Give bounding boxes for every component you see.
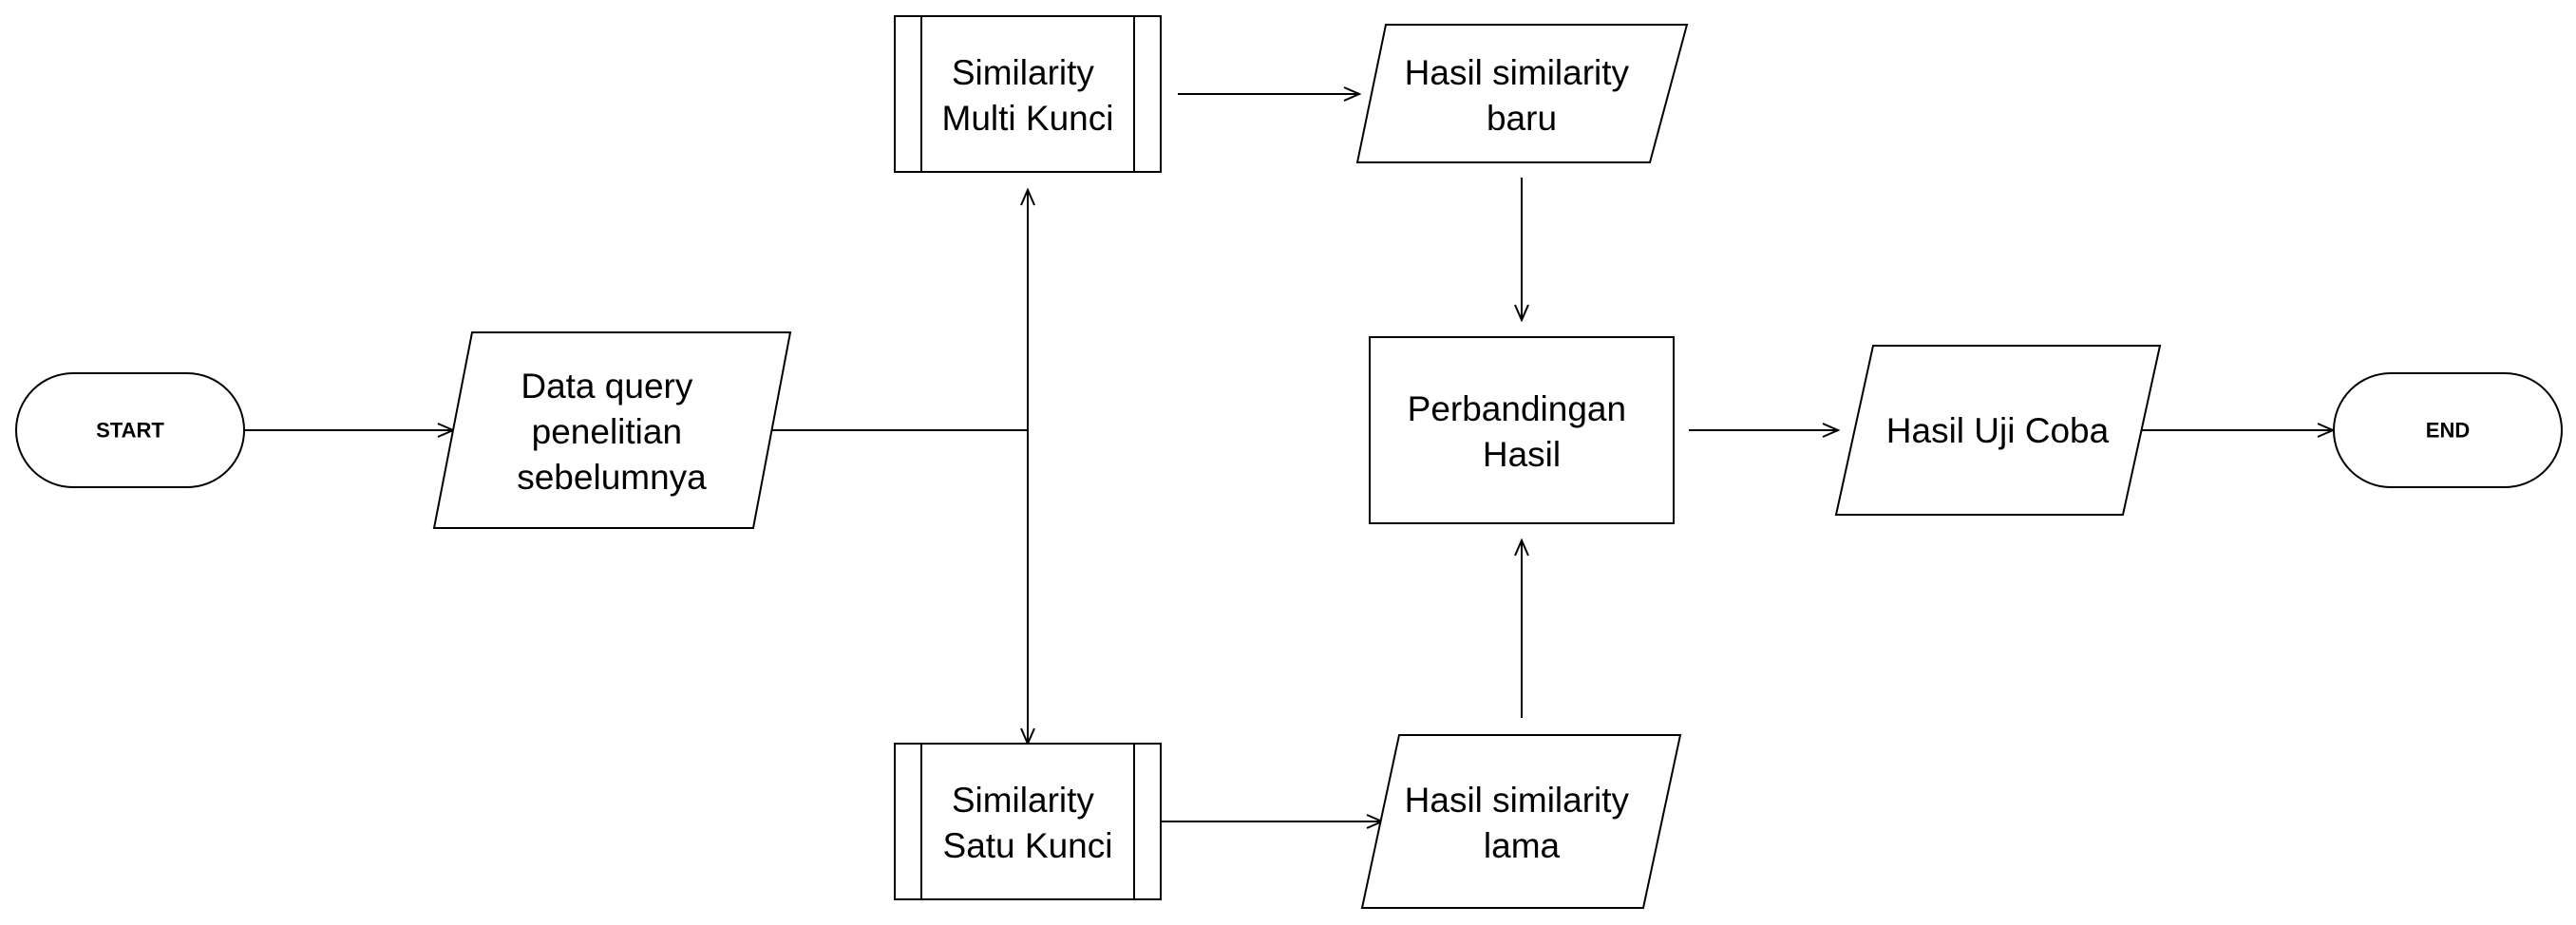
similarity-multi-kunci-node: Similarity Multi Kunci <box>894 15 1162 173</box>
hasil-similarity-baru-line-1: Hasil similarity <box>1405 53 1630 92</box>
data-query-node: Data query penelitian sebelumnya <box>432 331 792 529</box>
hasil-similarity-baru-parallelogram <box>1355 24 1689 163</box>
perbandingan-hasil-line-2: Hasil <box>1483 435 1561 474</box>
similarity-multi-kunci-label: Similarity Multi Kunci <box>942 53 1114 138</box>
end-node: END <box>2333 372 2563 488</box>
perbandingan-hasil-shape <box>1369 336 1675 524</box>
hasil-similarity-baru-node: Hasil similarity baru <box>1355 24 1689 163</box>
similarity-satu-kunci-line-2: Satu Kunci <box>943 826 1113 865</box>
edges <box>244 94 2333 821</box>
start-node: START <box>15 372 245 488</box>
perbandingan-hasil-line-1: Perbandingan <box>1408 389 1626 428</box>
perbandingan-hasil-label: Perbandingan Hasil <box>1408 389 1637 474</box>
start-label: START <box>96 419 164 443</box>
end-label: END <box>2426 419 2470 443</box>
start-terminator-shape <box>15 372 245 488</box>
hasil-similarity-lama-node: Hasil similarity lama <box>1360 734 1682 909</box>
hasil-uji-coba-label: Hasil Uji Coba <box>1886 411 2110 450</box>
hasil-uji-coba-node: Hasil Uji Coba <box>1834 345 2162 516</box>
hasil-similarity-lama-parallelogram <box>1360 734 1682 909</box>
hasil-similarity-lama-label: Hasil similarity lama <box>1405 781 1639 865</box>
hasil-similarity-lama-line-1: Hasil similarity <box>1405 781 1630 820</box>
data-query-label: Data query penelitian sebelumnya <box>517 367 707 497</box>
hasil-uji-coba-line-1: Hasil Uji Coba <box>1886 411 2110 450</box>
similarity-multi-kunci-shape <box>894 15 1162 173</box>
similarity-satu-kunci-node: Similarity Satu Kunci <box>894 743 1162 900</box>
hasil-similarity-lama-line-2: lama <box>1484 826 1561 865</box>
hasil-similarity-baru-label: Hasil similarity baru <box>1405 53 1639 138</box>
similarity-satu-kunci-label: Similarity Satu Kunci <box>943 781 1113 865</box>
data-query-line-1: Data query <box>521 367 692 406</box>
hasil-uji-coba-parallelogram <box>1834 345 2162 516</box>
end-terminator-shape <box>2333 372 2563 488</box>
perbandingan-hasil-node: Perbandingan Hasil <box>1369 336 1675 524</box>
similarity-multi-kunci-line-2: Multi Kunci <box>942 99 1114 138</box>
similarity-satu-kunci-shape <box>894 743 1162 900</box>
data-query-line-2: penelitian <box>532 412 682 451</box>
similarity-multi-kunci-line-1: Similarity <box>952 53 1095 92</box>
data-query-parallelogram <box>432 331 792 529</box>
data-query-line-3: sebelumnya <box>517 458 707 497</box>
hasil-similarity-baru-line-2: baru <box>1487 99 1557 138</box>
similarity-satu-kunci-line-1: Similarity <box>952 781 1095 820</box>
